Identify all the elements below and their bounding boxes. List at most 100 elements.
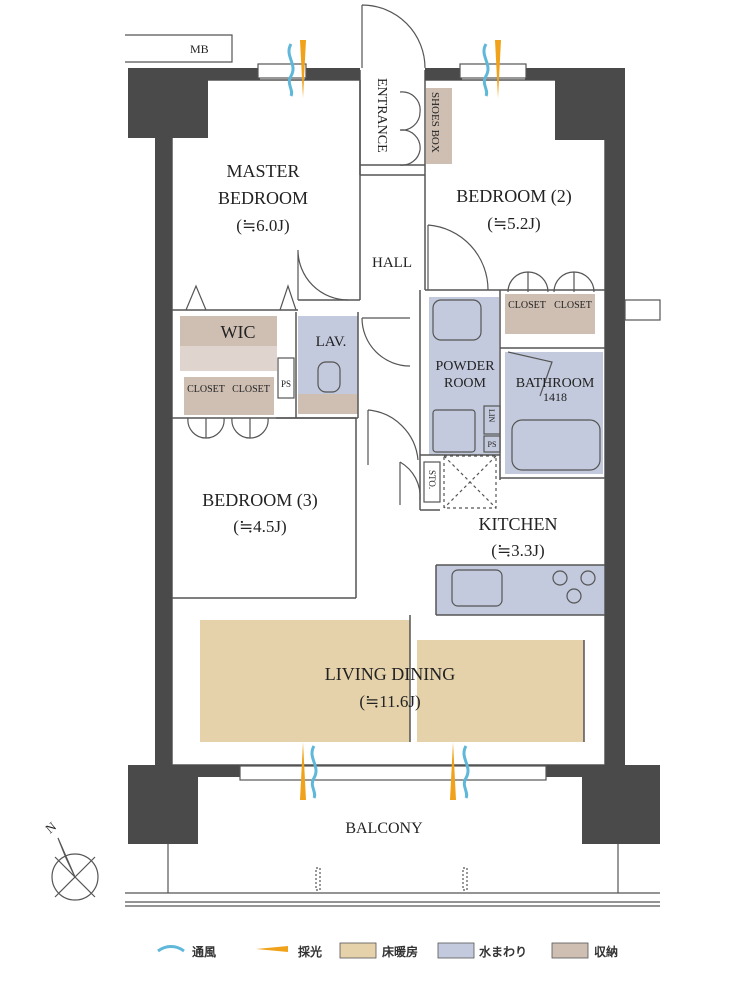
ventilation-marks <box>287 40 501 800</box>
legend-storage-swatch <box>551 942 589 959</box>
ps-label-hall: PS <box>488 440 497 449</box>
closet-b2-right <box>550 294 595 334</box>
wall-right <box>605 80 625 770</box>
window-top-right <box>459 63 527 79</box>
powder-room-label-1: POWDER <box>435 359 495 374</box>
wic-storage <box>180 316 277 346</box>
master-bedroom-size: (≒6.0J) <box>236 216 289 235</box>
column-bottom-left <box>128 772 198 844</box>
legend-wind-label: 通風 <box>192 944 216 959</box>
hall-label: HALL <box>372 255 412 271</box>
legend-water-swatch <box>437 942 475 959</box>
closet-b2-left <box>505 294 550 334</box>
wic-label: WIC <box>221 322 256 342</box>
light-icon <box>256 946 288 952</box>
light-icon <box>300 742 306 800</box>
kitchen-label: KITCHEN <box>479 514 558 534</box>
ps-box-lav <box>277 357 295 399</box>
master-bedroom-label-1: MASTER <box>226 161 299 181</box>
legend-floor-label: 床暖房 <box>382 944 418 959</box>
legend: 通風 採光 床暖房 水まわり 収納 <box>157 942 618 959</box>
living-dining-label: LIVING DINING <box>325 664 455 684</box>
bedroom3-size: (≒4.5J) <box>233 517 286 536</box>
bathroom-size: 1418 <box>543 390 567 404</box>
lav-door <box>361 317 411 367</box>
compass-needle <box>57 837 76 878</box>
pipe-space-right <box>624 299 661 321</box>
compass-ring <box>51 853 99 901</box>
entrance-label: ENTRANCE <box>374 78 389 153</box>
stove-burner-1 <box>552 570 568 586</box>
sto-door <box>399 461 421 505</box>
powder-room-water <box>429 297 499 455</box>
legend-light-label: 採光 <box>298 944 322 959</box>
bathroom-door <box>507 351 553 397</box>
wind-icon <box>310 745 318 799</box>
bedroom2-door <box>427 224 489 291</box>
balcony-label: BALCONY <box>345 820 423 837</box>
living-floor-heating-right <box>417 640 584 742</box>
wic-door-left <box>185 284 207 311</box>
balcony-drain-2 <box>462 867 468 891</box>
sto-label: STO. <box>427 470 437 489</box>
living-floor-heating-left <box>200 620 410 742</box>
wind-icon <box>482 43 490 97</box>
north-label: N <box>42 818 59 836</box>
closet-b2-doors <box>507 271 595 293</box>
wind-icon <box>462 745 470 799</box>
shoes-box-label: SHOES BOX <box>429 92 441 153</box>
toilet-tank <box>317 361 341 393</box>
legend-floor-swatch <box>339 942 377 959</box>
bedroom2-size: (≒5.2J) <box>487 214 540 233</box>
washer <box>432 409 476 453</box>
column-bottom-right <box>582 772 660 844</box>
doors <box>185 4 595 505</box>
wic-door-right <box>279 284 297 311</box>
fridge-space <box>443 455 497 509</box>
bathtub <box>511 419 601 471</box>
master-bedroom-label-2: BEDROOM <box>218 188 308 208</box>
wall-top-mid <box>305 68 360 80</box>
lin-cabinet <box>483 405 501 435</box>
windows <box>239 63 661 781</box>
closet-b3-right <box>228 377 274 415</box>
balcony-drain-1 <box>315 867 321 891</box>
window-bottom <box>239 765 547 781</box>
closet-b3-left <box>184 377 228 415</box>
legend-storage-label: 収納 <box>594 944 618 959</box>
light-icon <box>495 40 501 98</box>
legend-water-label: 水まわり <box>479 944 527 959</box>
wall-top-right-1 <box>425 68 462 80</box>
ps-box-hall <box>483 435 501 453</box>
closet-b3-doors <box>187 417 269 439</box>
light-icon <box>450 742 456 800</box>
closet-b3-left-label: CLOSET <box>187 384 225 395</box>
mb-label: MB <box>190 42 209 56</box>
bathroom-label: BATHROOM <box>516 376 595 391</box>
column-top-left <box>128 68 208 138</box>
mb-box <box>125 34 233 63</box>
wind-icon <box>287 43 295 97</box>
closet-b2-left-label: CLOSET <box>508 300 546 311</box>
stove-burner-3 <box>566 588 582 604</box>
room-labels: MB ENTRANCE SHOES BOX MASTER BEDROOM (≒6… <box>42 42 595 837</box>
living-dining-size: (≒11.6J) <box>359 692 420 711</box>
bedroom2-label: BEDROOM (2) <box>456 186 572 207</box>
closet-b2-right-label: CLOSET <box>554 300 592 311</box>
wind-icon <box>157 945 185 953</box>
bedroom3-door <box>367 409 419 465</box>
master-door <box>297 249 349 301</box>
lav-label: LAV. <box>316 334 347 350</box>
outer-walls <box>128 68 660 844</box>
wall-left <box>155 80 172 770</box>
shoes-box-storage <box>426 88 452 164</box>
kitchen-counter-water <box>436 565 605 615</box>
exterior <box>125 34 660 907</box>
wic-storage-lower <box>180 346 277 371</box>
lin-label: LIN <box>487 409 496 423</box>
kitchen-size: (≒3.3J) <box>491 541 544 560</box>
fixtures <box>277 299 601 607</box>
shoes-box-doors <box>399 91 421 166</box>
entrance-door <box>361 4 426 69</box>
